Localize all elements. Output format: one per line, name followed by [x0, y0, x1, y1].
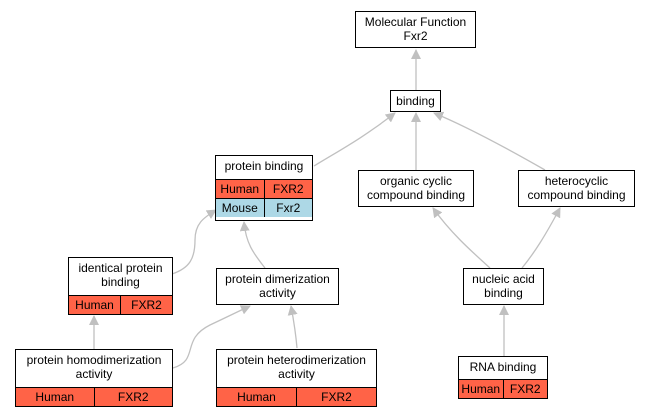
edge-heterodimerization-to-dimerization: [287, 305, 298, 349]
species-cell: Human: [237, 390, 276, 404]
annotation-row-human: Human FXR2: [216, 179, 312, 198]
gene-cell: Fxr2: [263, 199, 313, 217]
edge-nucleic-to-heterocyclic: [521, 207, 561, 269]
node-title: binding: [396, 94, 435, 108]
edge-protein-binding-to-binding: [313, 112, 396, 167]
edge-homodimerization-to-dimerization: [172, 305, 251, 369]
species-cell: Human: [75, 298, 114, 312]
gene-cell: FXR2: [502, 380, 548, 398]
node-title: RNA binding: [469, 360, 537, 374]
node-title-line1: Molecular Function: [364, 15, 467, 29]
node-protein-heterodimerization-activity[interactable]: protein heterodimerization activity Huma…: [216, 349, 377, 407]
edge-identical-protein-to-protein-binding: [171, 209, 217, 275]
node-protein-dimerization-activity[interactable]: protein dimerization activity: [216, 268, 339, 305]
annotation-row-human: Human FXR2: [16, 387, 172, 406]
node-title-line1: nucleic acid: [472, 272, 535, 286]
node-title-line1: identical protein: [78, 261, 163, 275]
species-cell: Human: [220, 182, 260, 196]
node-title-line2: compound binding: [366, 188, 466, 202]
node-heterocyclic-compound-binding[interactable]: heterocyclic compound binding: [518, 170, 635, 207]
node-organic-cyclic-compound-binding[interactable]: organic cyclic compound binding: [358, 170, 474, 207]
species-cell: Mouse: [221, 201, 258, 215]
node-identical-protein-binding[interactable]: identical protein binding Human FXR2: [68, 257, 173, 315]
node-nucleic-acid-binding[interactable]: nucleic acid binding: [463, 268, 544, 305]
node-rna-binding[interactable]: RNA binding Human FXR2: [458, 356, 548, 399]
gene-cell: FXR2: [93, 388, 173, 406]
node-title-line1: protein dimerization: [225, 272, 330, 286]
annotation-row-human: Human FXR2: [69, 295, 172, 314]
node-title-line2: binding: [101, 275, 140, 289]
species-cell: Human: [35, 390, 75, 404]
edge-nucleic-to-organic-cyclic: [432, 207, 491, 269]
annotation-row-mouse: Mouse Fxr2: [216, 198, 312, 217]
node-molecular-function[interactable]: Molecular Function Fxr2: [355, 11, 476, 48]
annotation-row-human: Human FXR2: [459, 379, 547, 398]
species-cell: Human: [461, 382, 501, 396]
node-title-line2: compound binding: [527, 188, 626, 202]
node-binding[interactable]: binding: [390, 90, 441, 112]
node-title: protein binding: [224, 159, 304, 173]
gene-cell: FXR2: [296, 388, 376, 406]
node-title-line2: activity: [75, 367, 113, 381]
edge-heterocyclic-to-binding: [433, 111, 546, 171]
node-protein-binding[interactable]: protein binding Human FXR2 Mouse Fxr2: [215, 155, 313, 221]
edge-protein-dimerization-to-protein-binding: [239, 221, 266, 269]
node-title-line2: activity: [259, 286, 296, 300]
node-title-line2: activity: [278, 367, 315, 381]
node-title-line1: heterocyclic: [544, 174, 609, 188]
node-title-line1: protein homodimerization: [26, 353, 162, 367]
node-title-line2: binding: [484, 286, 523, 300]
annotation-row-human: Human FXR2: [217, 387, 376, 406]
node-protein-homodimerization-activity[interactable]: protein homodimerization activity Human …: [15, 349, 173, 407]
gene-cell: FXR2: [120, 296, 172, 314]
node-title-line1: organic cyclic: [379, 174, 453, 188]
node-title-line2: Fxr2: [403, 29, 428, 43]
node-title-line1: protein heterodimerization: [227, 353, 366, 367]
gene-cell: FXR2: [263, 180, 313, 198]
